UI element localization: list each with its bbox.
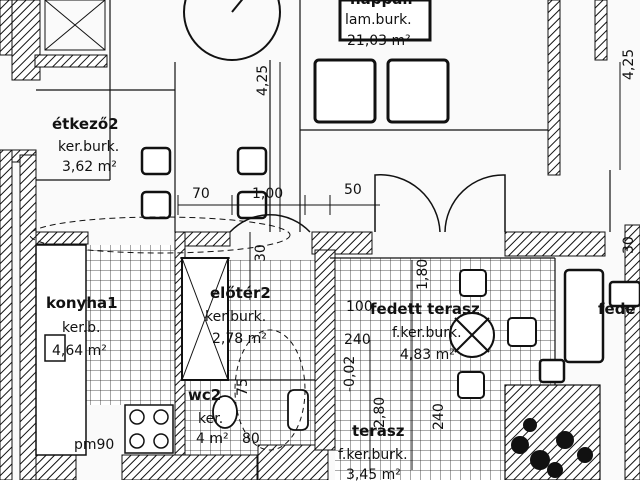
room-area-eloter: 2,78 m² xyxy=(212,331,267,347)
dim-50: 50 xyxy=(344,182,362,198)
room-area-wc: 4 m² xyxy=(196,431,229,447)
tv-unit xyxy=(338,0,432,42)
wc-fixtures xyxy=(212,389,309,431)
room-floor-etkezo: ker.burk. xyxy=(58,139,120,155)
room-name-terasz: terasz xyxy=(352,422,405,440)
room-name-fedett-terasz: fedett terasz xyxy=(370,300,480,318)
armchairs xyxy=(313,58,450,124)
dim-100-top: 1,00 xyxy=(252,186,284,202)
room-floor-eloter: ker.burk. xyxy=(205,309,267,325)
dim-100-mid: 100 xyxy=(346,299,373,315)
dining-chairs xyxy=(140,146,268,220)
dim-425-left: 4,25 xyxy=(255,64,271,96)
room-name-fedett-right: fede xyxy=(598,300,636,318)
dim-280: 2,80 xyxy=(372,396,388,428)
doors xyxy=(229,174,506,233)
room-area-fedett-terasz: 4,83 m² xyxy=(400,347,455,363)
room-name-nappali: nappali xyxy=(350,0,413,7)
room-name-wc: wc2 xyxy=(188,386,222,404)
plant-icon xyxy=(511,418,593,478)
stair-box xyxy=(44,0,106,51)
dim-30-left: 30 xyxy=(253,244,269,262)
room-area-konyha: 4,64 m² xyxy=(52,343,107,359)
dim-240-mid: 240 xyxy=(344,332,371,348)
room-floor-wc: ker. xyxy=(198,411,224,427)
room-floor-konyha: ker.b. xyxy=(62,320,101,336)
right-sofa xyxy=(538,268,640,384)
dim-75: 75 xyxy=(235,378,251,396)
room-name-etkezo: étkező2 xyxy=(52,115,119,133)
dim-240-low: 240 xyxy=(431,403,447,430)
dim-30-right: 30 xyxy=(621,236,637,254)
door-swing-wc xyxy=(234,329,306,451)
terrace-table xyxy=(449,269,537,399)
dim-pm90: pm90 xyxy=(74,437,115,453)
dim-425-right: 4,25 xyxy=(621,48,637,80)
dimension-lines xyxy=(177,62,621,470)
room-area-terasz: 3,45 m² xyxy=(346,467,401,483)
dining-rug xyxy=(29,216,291,254)
round-table-icon xyxy=(183,0,281,61)
dim-80: 80 xyxy=(242,431,260,447)
room-floor-fedett-terasz: f.ker.burk. xyxy=(392,325,462,341)
room-area-nappali: 21,03 m² xyxy=(347,33,411,49)
dim-180: 1,80 xyxy=(415,258,431,290)
dim-002: -0,02 xyxy=(342,355,358,392)
kitchen-tiles xyxy=(85,245,175,405)
room-name-konyha: konyha1 xyxy=(46,294,118,312)
room-floor-nappali: lam.burk. xyxy=(345,12,412,28)
dim-70: 70 xyxy=(192,186,210,202)
room-area-etkezo: 3,62 m² xyxy=(62,159,117,175)
room-floor-terasz: f.ker.burk. xyxy=(338,447,408,463)
kitchen-counter xyxy=(35,244,174,456)
room-name-eloter: előtér2 xyxy=(210,284,271,302)
